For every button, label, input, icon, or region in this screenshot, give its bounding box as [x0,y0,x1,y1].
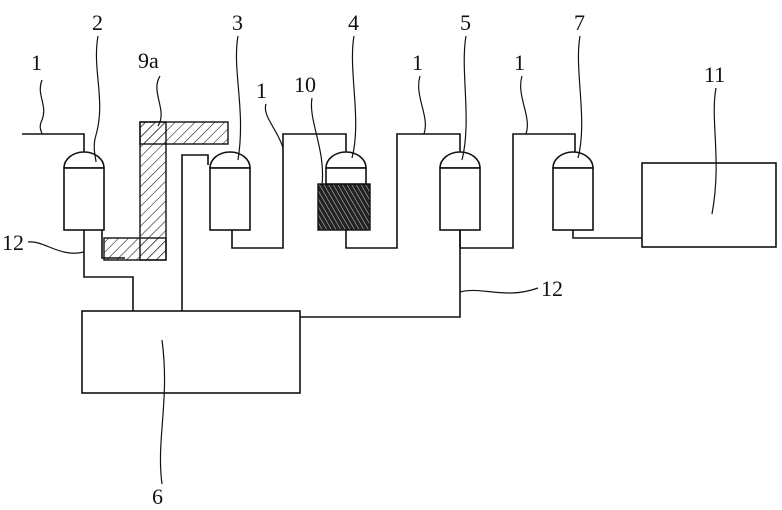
pipe-7-to-11 [572,230,642,239]
line-2-to-6 [83,230,134,311]
line-5-to-6 [300,230,461,318]
inlet-pipe [22,133,85,152]
heater-9a [103,121,229,261]
vessel-5 [439,151,481,231]
label-pipe-a: 1 [31,50,42,75]
heater-9a-bottom [103,237,167,261]
heater-9a-top [139,121,229,145]
vessel-4 [325,151,367,185]
pipe-3-to-4 [231,133,347,249]
vessel-7 [552,151,594,231]
label-heater-9a: 9a [138,48,159,73]
label-vessel-3: 3 [232,10,243,35]
label-pipe-d: 1 [514,50,525,75]
vessel-2 [63,151,105,231]
label-pipe-b: 1 [256,78,267,103]
vessel-3 [209,151,251,231]
labels: 1 2 9a 3 1 10 4 1 5 1 7 11 12 12 6 [2,10,725,509]
label-line-12-right: 12 [541,276,563,301]
label-vessel-2: 2 [92,10,103,35]
label-vessel-7: 7 [574,10,585,35]
block-10 [317,183,371,231]
box-6 [81,310,301,394]
label-box-11: 11 [704,62,725,87]
line-3-to-6 [181,154,209,311]
label-vessel-5: 5 [460,10,471,35]
label-block-10: 10 [294,72,316,97]
label-box-6: 6 [152,484,163,509]
box-11 [641,162,777,248]
connection-lines [83,154,461,318]
label-pipe-c: 1 [412,50,423,75]
label-line-12-left: 12 [2,230,24,255]
leader-lines [27,35,717,485]
pipe-4-to-5 [345,133,461,249]
label-vessel-4: 4 [348,10,359,35]
